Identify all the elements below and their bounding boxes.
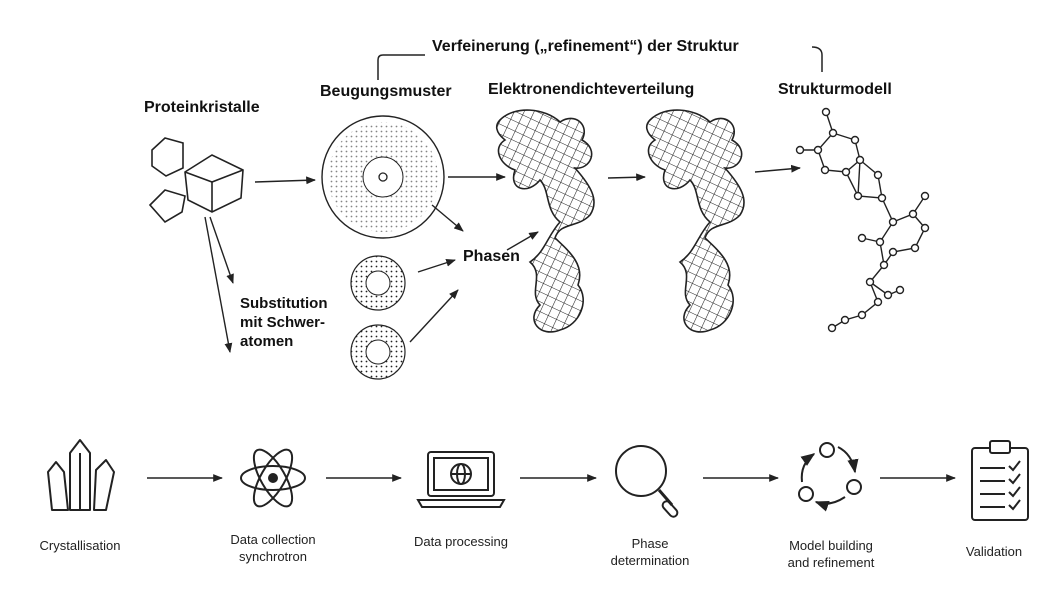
- refinement-label: Verfeinerung („refinement“) der Struktur: [432, 38, 739, 55]
- electron-density-map-1: [495, 109, 595, 333]
- cycle-icon: [798, 442, 862, 512]
- protein-crystals: [148, 137, 244, 224]
- checklist-icon: [971, 440, 1029, 521]
- crystal-icon: [47, 439, 115, 511]
- step-label-model-building: Model building and refinement: [787, 538, 875, 570]
- heavy-atom-pattern-1: [350, 255, 406, 311]
- electron-density-label: Elektronendichteverteilung: [488, 81, 695, 98]
- step-label-validation: Validation: [965, 544, 1023, 559]
- structure-model: [795, 107, 930, 333]
- protein-crystals-label: Proteinkristalle: [144, 99, 260, 116]
- arrow-crystals-diffraction: [254, 176, 316, 185]
- step-label-phase-determination: Phase determination: [610, 536, 690, 568]
- heavy-atom-pattern-2: [350, 324, 406, 380]
- atom-icon: [240, 448, 306, 508]
- laptop-globe-icon: [416, 451, 506, 508]
- magnifier-icon: [615, 445, 679, 518]
- refinement-bracket: [377, 54, 425, 80]
- structure-model-label: Strukturmodell: [778, 81, 892, 98]
- phases-label: Phasen: [463, 248, 520, 265]
- substitution-label: Substitution mit Schwer- atomen: [240, 295, 328, 350]
- step-label-data-processing: Data processing: [414, 534, 508, 549]
- step-label-data-collection: Data collection synchrotron: [230, 532, 316, 564]
- electron-density-map-2: [645, 109, 745, 333]
- diffraction-pattern-label: Beugungsmuster: [320, 83, 452, 100]
- diffraction-pattern: [321, 115, 445, 239]
- step-label-crystallisation: Crystallisation: [39, 538, 121, 553]
